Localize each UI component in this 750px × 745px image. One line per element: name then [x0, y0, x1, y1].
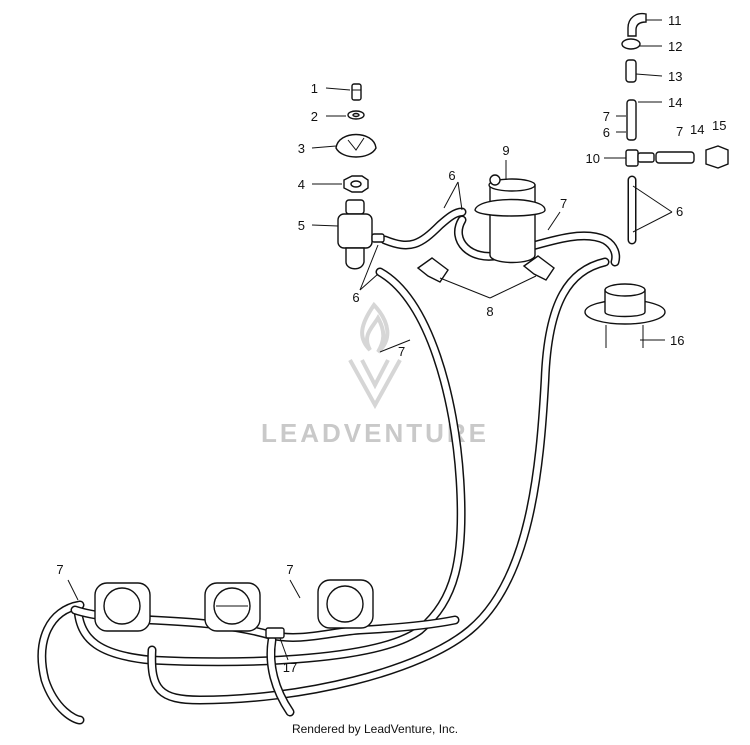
callout-7-carb: 7 [286, 562, 293, 577]
clip-part-8b [522, 255, 555, 281]
hose-part-7-vent [626, 99, 637, 141]
callout-7-mid: 7 [398, 344, 405, 359]
side-hose-part-7 [655, 151, 695, 164]
callout-1: 1 [311, 81, 318, 96]
callout-14-vent: 14 [668, 95, 682, 110]
filter-part-5 [337, 199, 385, 270]
callout-4: 4 [298, 177, 305, 192]
tee-part-10 [625, 149, 655, 167]
nut-part-4 [343, 175, 369, 193]
callout-7-side: 7 [676, 124, 683, 139]
callout-3: 3 [298, 141, 305, 156]
watermark-text: LEADVENTURE [261, 418, 489, 448]
callout-6-filter: 6 [352, 290, 359, 305]
callout-2: 2 [311, 109, 318, 124]
callout-7-left: 7 [56, 562, 63, 577]
callout-17: 17 [283, 660, 297, 675]
callout-6-vent: 6 [603, 125, 610, 140]
callout-7-top: 7 [560, 196, 567, 211]
callout-16: 16 [670, 333, 684, 348]
callout-9: 9 [502, 143, 509, 158]
fitting-part-13 [625, 59, 637, 83]
cap-part-3 [335, 133, 377, 158]
leader-lines [67, 19, 673, 661]
elbow-part-11 [627, 12, 647, 37]
tee-part-17 [265, 627, 285, 639]
carburetor-right [317, 579, 374, 629]
carburetor-middle [204, 582, 261, 632]
washer-part-2 [347, 110, 365, 120]
callout-6-right: 6 [676, 204, 683, 219]
callout-8: 8 [486, 304, 493, 319]
clip-part-8a [416, 257, 449, 283]
callout-7-vent: 7 [603, 109, 610, 124]
callout-labels: 1 2 3 4 5 6 6 6 6 7 7 7 7 7 7 8 9 10 11 … [56, 13, 726, 675]
fuel-hoses [37, 175, 637, 725]
clamp-part-12 [621, 38, 641, 50]
callout-10: 10 [586, 151, 600, 166]
callout-13: 13 [668, 69, 682, 84]
check-valve-part-15 [705, 145, 729, 169]
leadventure-watermark: LEADVENTURE [261, 301, 489, 448]
callout-14-side: 14 [690, 122, 704, 137]
carburetor-left [94, 582, 151, 632]
callout-6-tank: 6 [448, 168, 455, 183]
callout-12: 12 [668, 39, 682, 54]
fuel-tank-part-9 [474, 174, 546, 264]
callout-5: 5 [298, 218, 305, 233]
fuel-pump-part-16 [584, 283, 666, 348]
callout-11: 11 [668, 13, 682, 28]
screw-part-1 [351, 83, 362, 101]
render-credit: Rendered by LeadVenture, Inc. [291, 722, 459, 736]
flame-logo-icon [348, 301, 402, 410]
callout-15: 15 [712, 118, 726, 133]
